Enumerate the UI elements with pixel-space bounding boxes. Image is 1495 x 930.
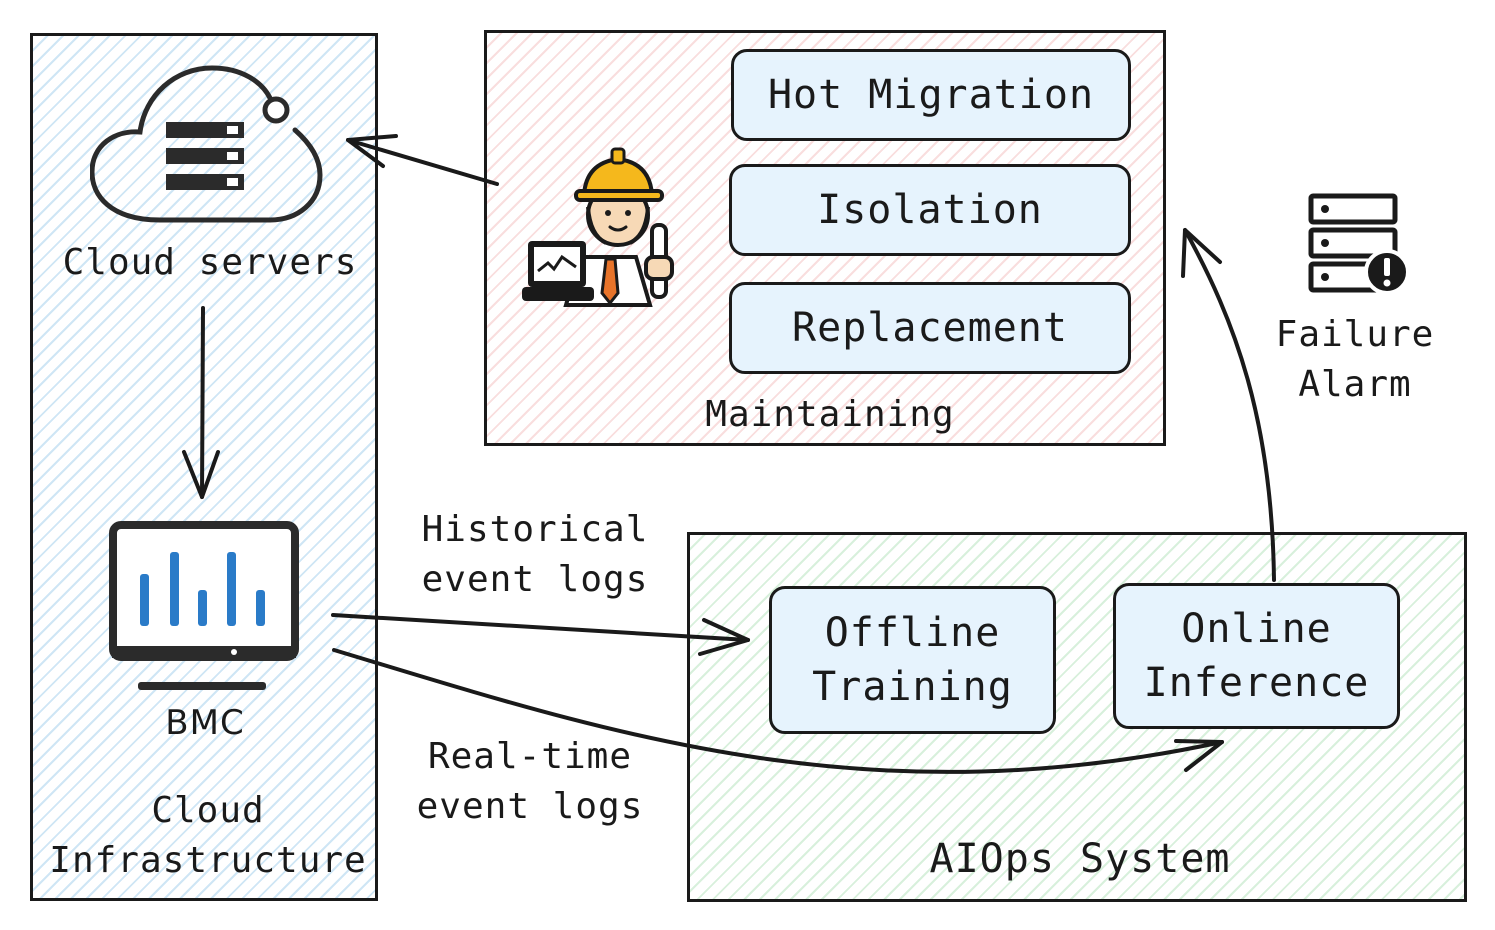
arrowhead-bmc-to-online: [1174, 739, 1224, 772]
isolation-box: Isolation: [729, 164, 1131, 256]
bmc-label: BMC: [165, 703, 245, 743]
arrowhead-cloud-to-bmc: [182, 450, 220, 499]
hot-migration-box: Hot Migration: [731, 49, 1131, 141]
cloud-server-icon: [90, 65, 323, 223]
maintaining-label: Maintaining: [705, 394, 955, 435]
arrowhead-online-to-maintain: [1181, 228, 1222, 278]
arrow-cloud-to-bmc: [200, 306, 205, 499]
engineer-icon: [522, 147, 674, 307]
cloud-servers-label: Cloud servers: [62, 242, 358, 283]
offline-training-box: Offline Training: [769, 586, 1056, 734]
arrow-maintain-to-cloud: [346, 138, 499, 186]
historical-event-logs-label: Historical event logs: [421, 509, 649, 600]
realtime-event-logs-label: Real-time event logs: [416, 736, 644, 827]
failure-alarm-label: Failure Alarm: [1275, 314, 1435, 405]
arrow-bmc-to-offline: [331, 613, 750, 642]
arrow-online-to-maintain: [1183, 228, 1276, 582]
aiops-system-label: AIOps System: [929, 836, 1231, 882]
arrowhead-bmc-to-offline: [698, 618, 750, 656]
replacement-box: Replacement: [729, 282, 1131, 374]
arrow-bmc-to-online: [332, 648, 1224, 774]
server-alert-icon: [1308, 193, 1410, 295]
online-inference-box: Online Inference: [1113, 583, 1400, 729]
monitor-bar-chart-icon: [109, 521, 299, 690]
arrowhead-maintain-to-cloud: [346, 134, 398, 168]
cloud-infrastructure-label: Cloud Infrastructure: [49, 790, 367, 881]
